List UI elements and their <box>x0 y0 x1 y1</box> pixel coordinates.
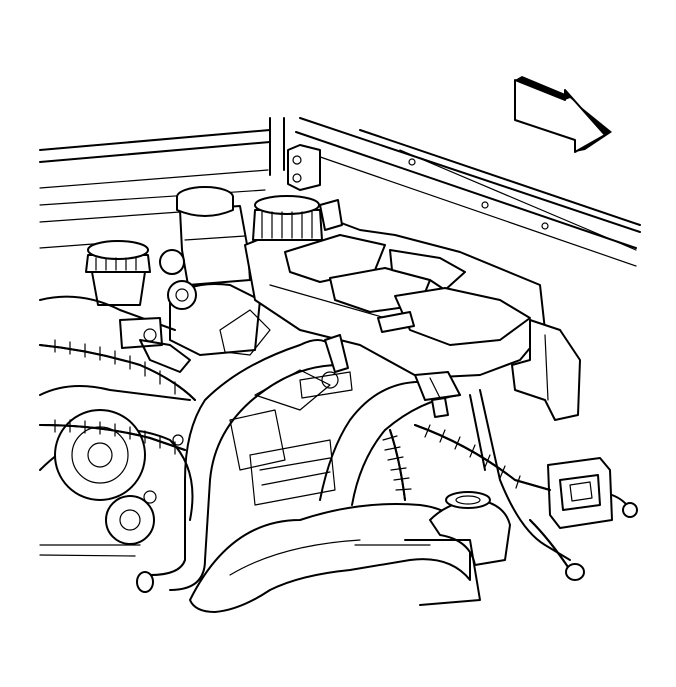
electrical-connector <box>547 457 638 529</box>
brake-fluid-reservoir <box>159 186 261 356</box>
radiator-hose-lower <box>189 491 511 613</box>
oil-filler-cap <box>85 240 151 306</box>
coolant-surge-tank <box>244 195 546 379</box>
wiring-harness-center <box>382 389 585 581</box>
hood-prop-rod <box>269 117 321 191</box>
tank-bracket <box>511 319 581 421</box>
heater-hose-center <box>319 371 461 506</box>
intake-area <box>219 309 353 506</box>
wiring-harness-left <box>39 339 196 455</box>
forward-arrow-icon <box>514 76 612 153</box>
hood-edge <box>295 117 641 267</box>
